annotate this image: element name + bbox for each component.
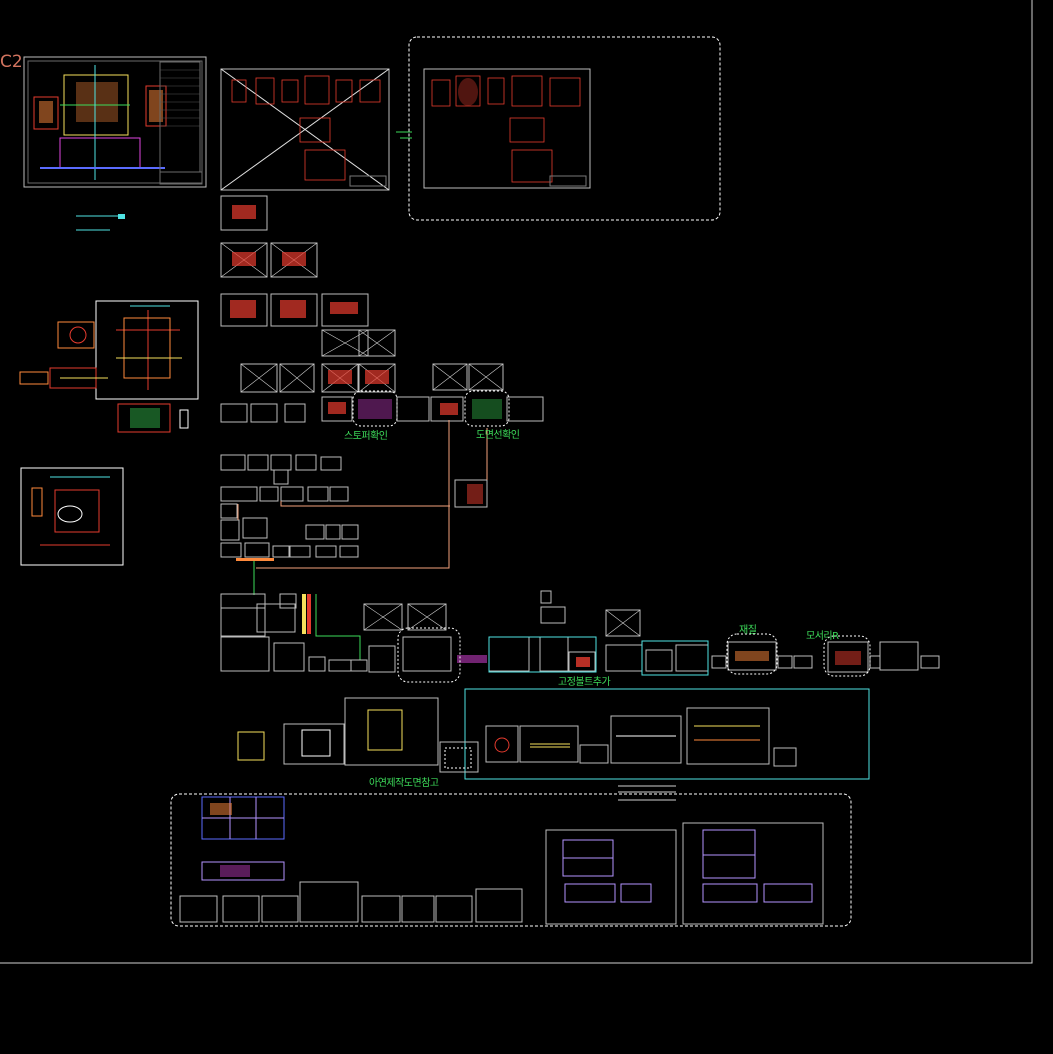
detail-white-box-1[interactable] xyxy=(19,300,199,400)
detail-small-parts[interactable] xyxy=(117,403,189,433)
revision-cloud-top[interactable] xyxy=(408,36,721,221)
annotation-drawing-ref: 아연제작도면참고 xyxy=(369,778,439,789)
model-border xyxy=(0,0,1033,964)
revision-clouds-lower[interactable] xyxy=(397,627,871,683)
annotation-corner-r: 모서리R xyxy=(806,631,839,642)
lower-red-marks xyxy=(302,594,861,667)
annotation-add-fixture: 고정볼트추가 xyxy=(558,677,611,688)
bottom-left-parts xyxy=(237,709,676,801)
annotation-stamp-check: 스토퍼확인 xyxy=(344,431,388,442)
revision-cloud-bottom[interactable] xyxy=(170,793,852,927)
revision-cloud-stamp-check[interactable] xyxy=(352,390,398,427)
cyan-group-frames[interactable] xyxy=(488,636,709,676)
detail-white-box-2[interactable] xyxy=(20,467,124,566)
sheet-grid-stair[interactable] xyxy=(220,195,544,423)
cyan-large-frame[interactable] xyxy=(464,688,870,780)
revision-cloud-drawing-check[interactable] xyxy=(464,390,510,427)
sheet-row-mid[interactable] xyxy=(220,454,488,558)
lower-crossings xyxy=(363,603,641,637)
dim-bar xyxy=(236,558,274,561)
leader-arrows-left xyxy=(76,214,125,231)
part-highlight xyxy=(467,484,483,504)
connector-lines xyxy=(237,420,488,660)
stair-crossings xyxy=(220,242,504,393)
sheet-assembly-main[interactable] xyxy=(23,56,207,188)
annotation-material: 재질 xyxy=(739,625,757,636)
sheet-id-label: C2 xyxy=(0,52,23,72)
sheet-crossed-out[interactable] xyxy=(220,68,390,191)
annotation-drawing-check: 도면선확인 xyxy=(476,430,520,441)
connector-bracket xyxy=(396,131,412,139)
sheet-row-bottom-left[interactable] xyxy=(283,697,479,773)
stair-red-marks xyxy=(230,205,458,415)
